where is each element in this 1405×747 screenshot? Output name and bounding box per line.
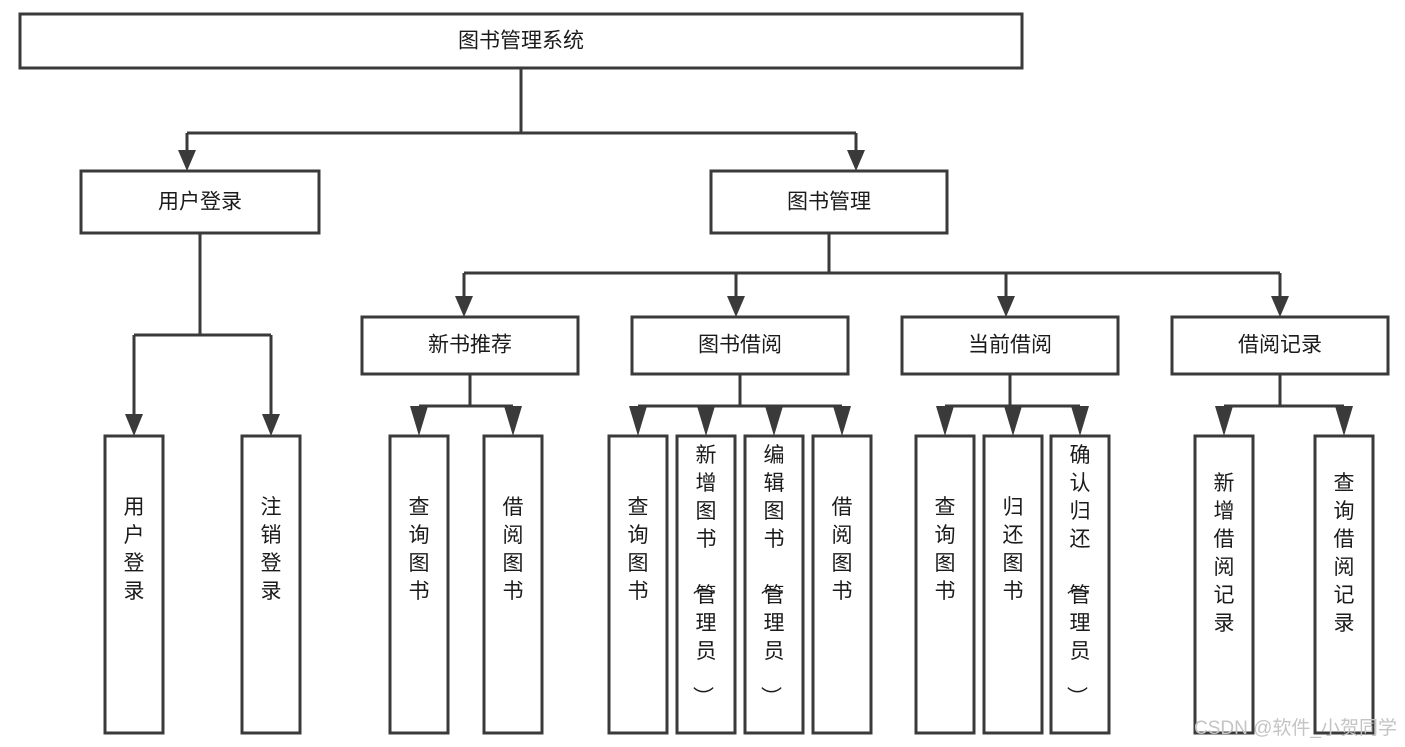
node-leaf-query-borrow-record[interactable]: 查询借阅记录: [1313, 434, 1375, 735]
arrow-to-leaf-logout-login: [262, 414, 280, 436]
node-leaf-logout-login-label: 注销登录: [261, 496, 282, 603]
arrow-to-leaf-query-borrow-record: [1335, 406, 1353, 436]
node-borrow-record[interactable]: 借阅记录: [1170, 315, 1390, 376]
node-book-management-box[interactable]: [709, 169, 949, 235]
node-leaf-query-book-1[interactable]: 查询图书: [388, 434, 450, 735]
node-leaf-user-login[interactable]: 用户登录: [103, 434, 165, 735]
arrow-to-borrow-record: [1271, 296, 1289, 317]
arrow-to-user-login: [178, 150, 196, 171]
node-leaf-borrow-book-2[interactable]: 借阅图书: [811, 434, 873, 735]
connector-layer: [125, 68, 1353, 436]
node-leaf-user-login-label: 用户登录: [124, 496, 145, 603]
arrow-to-leaf-borrow-book-1: [504, 406, 522, 436]
arrow-to-leaf-borrow-book-2: [833, 406, 851, 436]
node-book-borrow-box[interactable]: [630, 315, 850, 376]
node-leaf-add-book-admin[interactable]: 新增图书（管理员）: [675, 434, 737, 735]
node-book-borrow-label: 图书借阅: [698, 334, 782, 357]
node-new-book-recommend-box[interactable]: [360, 315, 580, 376]
node-leaf-confirm-return-admin[interactable]: 确认归还（管理员）: [1049, 434, 1111, 735]
node-current-borrow-label: 当前借阅: [968, 334, 1052, 357]
node-leaf-add-book-admin-box[interactable]: [675, 434, 737, 735]
arrow-to-leaf-return-book: [1004, 406, 1022, 436]
arrow-to-leaf-query-book-3: [936, 406, 954, 436]
node-leaf-add-borrow-record-box[interactable]: [1193, 434, 1255, 735]
node-leaf-query-book-3-box[interactable]: [914, 434, 976, 735]
arrow-to-leaf-add-book-admin: [697, 406, 715, 436]
arrow-to-leaf-add-borrow-record: [1215, 406, 1233, 436]
node-leaf-borrow-book-2-box[interactable]: [811, 434, 873, 735]
node-leaf-edit-book-admin-label: 编辑图书（管理员）: [759, 444, 785, 707]
node-root-box[interactable]: [18, 12, 1024, 70]
arrow-to-leaf-query-book-1: [410, 406, 428, 436]
node-leaf-confirm-return-admin-label: 确认归还（管理员）: [1065, 444, 1091, 707]
node-leaf-query-book-1-label: 查询图书: [409, 496, 430, 603]
node-leaf-query-book-2[interactable]: 查询图书: [607, 434, 669, 735]
node-leaf-query-borrow-record-box[interactable]: [1313, 434, 1375, 735]
node-leaf-edit-book-admin-box[interactable]: [743, 434, 805, 735]
arrow-to-leaf-user-login: [125, 414, 143, 436]
node-leaf-query-book-2-label: 查询图书: [628, 496, 649, 603]
node-leaf-return-book[interactable]: 归还图书: [982, 434, 1044, 735]
node-leaf-query-book-3[interactable]: 查询图书: [914, 434, 976, 735]
node-user-login-box[interactable]: [79, 169, 321, 235]
node-leaf-add-book-admin-label: 新增图书（管理员）: [691, 444, 717, 707]
node-leaf-logout-login-box[interactable]: [240, 434, 302, 735]
node-book-management[interactable]: 图书管理: [709, 169, 949, 235]
arrow-to-book-borrow: [727, 296, 745, 317]
node-leaf-borrow-book-1[interactable]: 借阅图书: [482, 434, 544, 735]
node-borrow-record-label: 借阅记录: [1238, 334, 1322, 357]
node-leaf-confirm-return-admin-box[interactable]: [1049, 434, 1111, 735]
arrow-to-leaf-query-book-2: [629, 406, 647, 436]
node-user-login-label: 用户登录: [158, 191, 242, 214]
node-leaf-logout-login[interactable]: 注销登录: [240, 434, 302, 735]
node-book-management-label: 图书管理: [787, 191, 871, 214]
node-borrow-record-box[interactable]: [1170, 315, 1390, 376]
node-leaf-add-borrow-record[interactable]: 新增借阅记录: [1193, 434, 1255, 735]
node-root[interactable]: 图书管理系统: [18, 12, 1024, 70]
node-new-book-recommend-label: 新书推荐: [428, 334, 512, 357]
node-leaf-return-book-label: 归还图书: [1003, 496, 1024, 603]
node-new-book-recommend[interactable]: 新书推荐: [360, 315, 580, 376]
node-user-login[interactable]: 用户登录: [79, 169, 321, 235]
node-book-borrow[interactable]: 图书借阅: [630, 315, 850, 376]
node-leaf-borrow-book-1-box[interactable]: [482, 434, 544, 735]
arrow-to-current-borrow: [997, 296, 1015, 317]
arrow-to-leaf-confirm-return-admin: [1071, 406, 1089, 436]
node-current-borrow[interactable]: 当前借阅: [900, 315, 1120, 376]
node-current-borrow-box[interactable]: [900, 315, 1120, 376]
arrow-to-new-book-recommend: [455, 296, 473, 317]
csdn-watermark: CSDN @软件_小贺同学: [1194, 717, 1397, 739]
node-leaf-query-book-1-box[interactable]: [388, 434, 450, 735]
node-leaf-borrow-book-1-label: 借阅图书: [503, 496, 524, 603]
node-leaf-query-book-3-label: 查询图书: [935, 496, 956, 603]
node-root-label: 图书管理系统: [458, 30, 584, 53]
node-leaf-user-login-box[interactable]: [103, 434, 165, 735]
arrow-to-book-management: [847, 150, 865, 171]
node-leaf-add-borrow-record-label: 新增借阅记录: [1214, 472, 1235, 635]
arrow-to-leaf-edit-book-admin: [765, 406, 783, 436]
node-leaf-edit-book-admin[interactable]: 编辑图书（管理员）: [743, 434, 805, 735]
node-leaf-query-borrow-record-label: 查询借阅记录: [1334, 472, 1355, 635]
node-leaf-return-book-box[interactable]: [982, 434, 1044, 735]
node-leaf-query-book-2-box[interactable]: [607, 434, 669, 735]
node-leaf-borrow-book-2-label: 借阅图书: [832, 496, 853, 603]
